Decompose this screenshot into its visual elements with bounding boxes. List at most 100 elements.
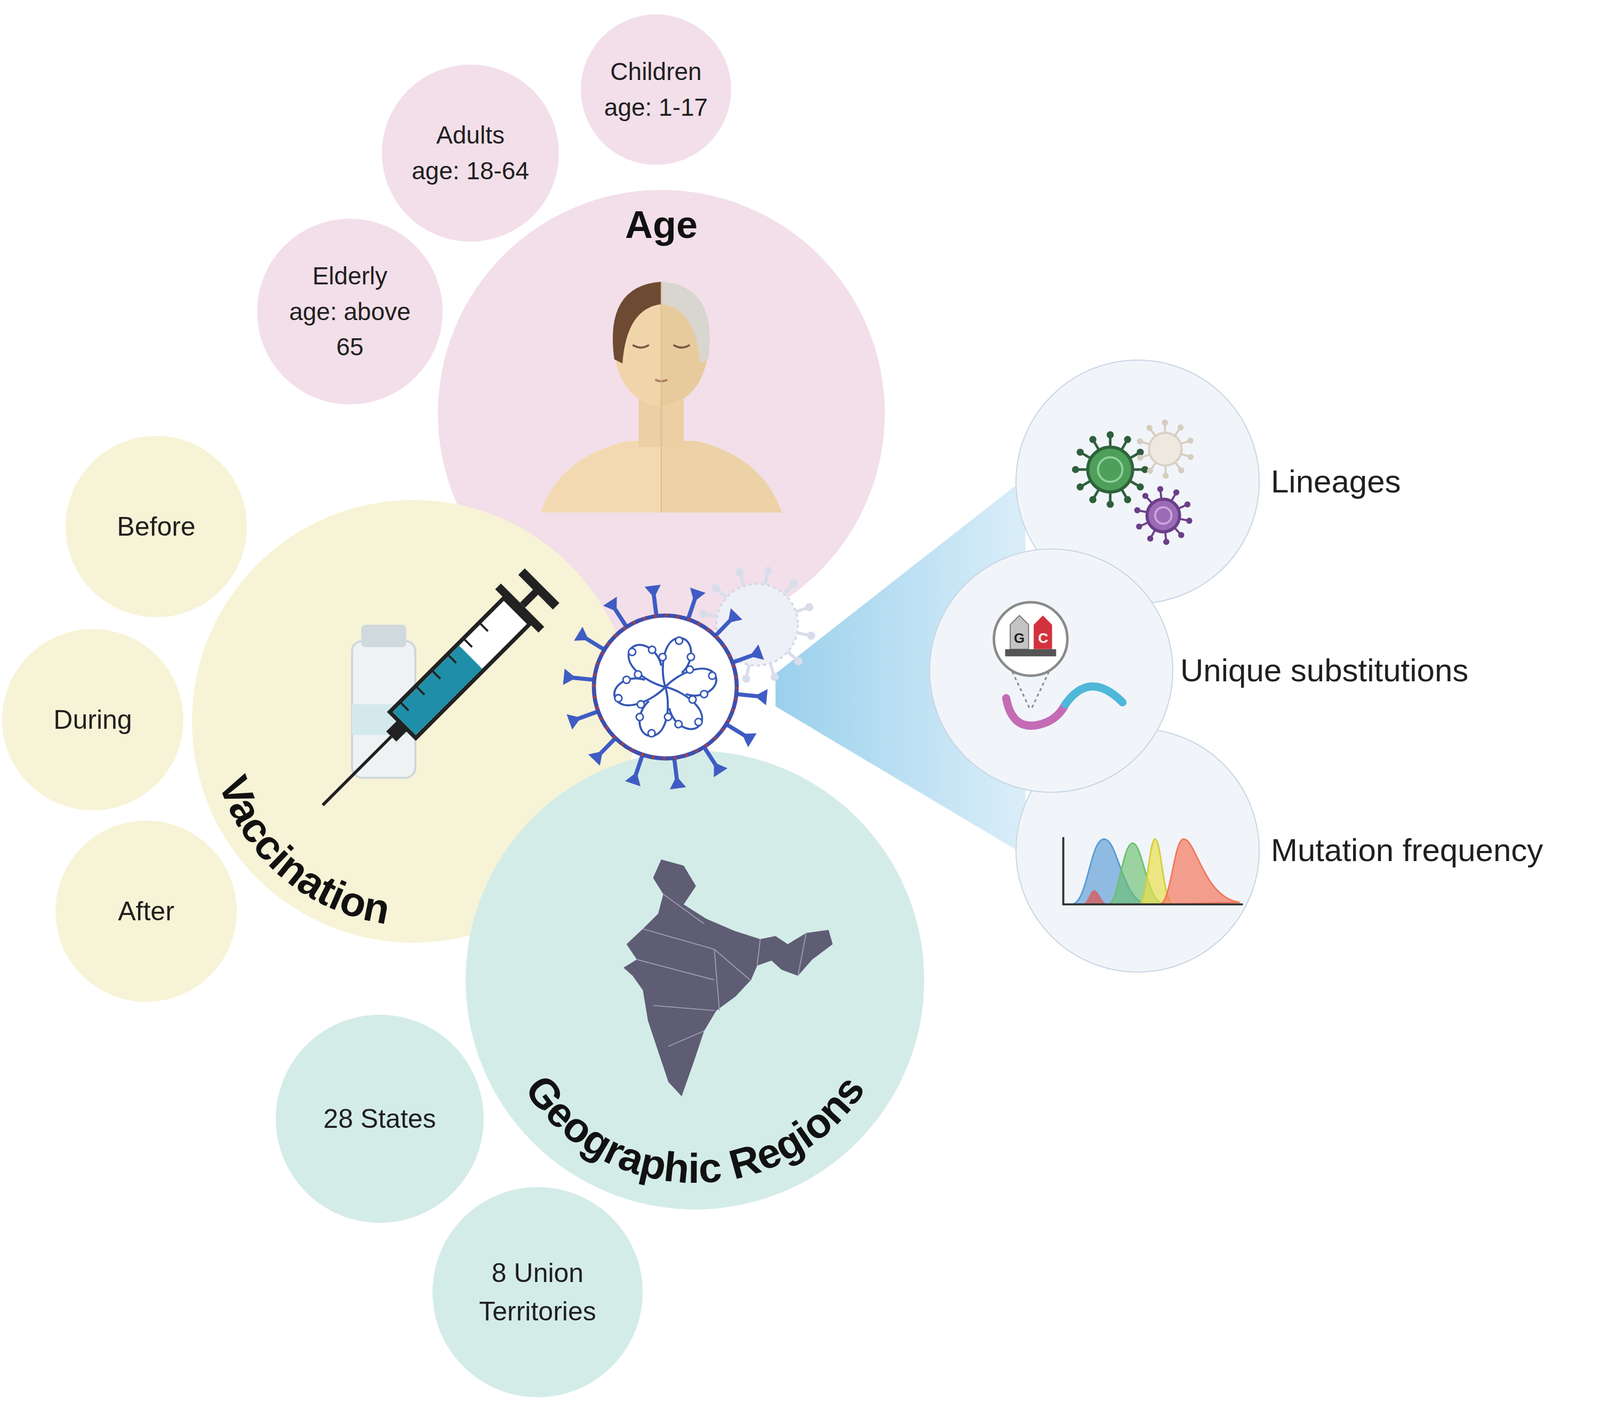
- spike: [702, 613, 717, 616]
- arc-heading-text: Geographic Regions: [516, 1066, 874, 1192]
- spike-head: [716, 661, 725, 670]
- face-illustration-part: [654, 379, 668, 382]
- spike: [674, 757, 677, 781]
- category-circle: 28 States: [274, 1013, 485, 1224]
- category-heading: Age: [436, 201, 886, 248]
- frequency-plot-icon-part: [1071, 838, 1149, 904]
- substitution-icon-part: [1010, 615, 1029, 650]
- circle-label: Elderly: [312, 258, 388, 294]
- spike-head: [563, 668, 576, 685]
- spike: [1129, 452, 1141, 459]
- spike: [600, 738, 616, 755]
- spike-head: [1187, 453, 1194, 460]
- feature-label: Lineages: [1270, 462, 1402, 501]
- substitution-icon-part: [1006, 698, 1066, 726]
- rna-bead: [633, 669, 643, 679]
- spike-head: [806, 631, 815, 640]
- substitution-icon: [994, 602, 1123, 726]
- spike: [585, 637, 605, 650]
- category-circle: Geographic Regions: [464, 749, 926, 1211]
- circle-text-box: During: [1, 627, 185, 812]
- spike: [1092, 489, 1099, 500]
- circle-shape: [380, 63, 560, 243]
- feature-label: Unique substitutions: [1180, 651, 1469, 690]
- tick: [416, 685, 425, 695]
- spike: [1075, 468, 1088, 471]
- spike: [1178, 504, 1188, 509]
- substitution-icon-part: [994, 602, 1068, 676]
- syringe-icon-part: [518, 568, 560, 610]
- spike-head: [690, 587, 706, 602]
- lineage-viruses-icon-part: [1147, 499, 1180, 532]
- spike-head: [1076, 448, 1084, 456]
- substitution-icon-part: [1012, 671, 1031, 711]
- circle-text-box: 8 Union Territories: [431, 1185, 644, 1398]
- spike: [614, 608, 627, 627]
- arc-heading-text: Vaccination: [209, 769, 394, 933]
- spike: [1132, 468, 1146, 471]
- face-illustration-part: [632, 345, 690, 348]
- circle-text-box: 28 States: [274, 1013, 485, 1224]
- syringe-icon-part: [386, 719, 408, 742]
- rna-bead: [685, 651, 696, 662]
- spike-head: [1178, 531, 1184, 538]
- spike-head: [1076, 483, 1084, 491]
- rna-bead: [708, 672, 716, 679]
- spike-head: [1136, 523, 1142, 530]
- vaccine-vial-part: [352, 704, 416, 735]
- spike: [1145, 496, 1153, 504]
- face-illustration-part: [614, 288, 709, 407]
- circle-label: 28 States: [323, 1099, 436, 1139]
- frequency-plot-icon: [1063, 836, 1244, 904]
- lineage-spikes: [1072, 419, 1194, 545]
- circle-fill: [929, 548, 1173, 792]
- circle-label: 8 Union Territories: [452, 1253, 623, 1331]
- category-heading: Vaccination: [209, 769, 394, 933]
- spike-head: [566, 714, 581, 730]
- rna-bead: [634, 712, 645, 722]
- spike: [1180, 440, 1191, 444]
- spike: [1174, 461, 1181, 470]
- face-illustration-part: [660, 281, 662, 512]
- substitution-icon-part: [1065, 686, 1123, 705]
- spike: [704, 746, 717, 766]
- virus-illustration: [563, 566, 816, 789]
- rna-bead: [622, 676, 630, 684]
- nucleotide-letter: G: [1013, 630, 1025, 645]
- spike-head: [1146, 424, 1152, 431]
- spike: [1150, 529, 1156, 539]
- circle-label: Adults: [436, 117, 505, 154]
- circle-fill: [580, 14, 732, 165]
- spike: [726, 724, 746, 736]
- spike-head: [1178, 467, 1184, 474]
- india-map-part: [623, 859, 833, 1096]
- spike-head: [1089, 496, 1096, 503]
- spike-head: [741, 674, 750, 683]
- rna-bead: [614, 694, 622, 702]
- spike-head: [1162, 419, 1168, 426]
- lineage-viruses-icon: [1072, 419, 1194, 545]
- spike: [1139, 522, 1149, 527]
- spike: [797, 632, 812, 636]
- category-heading: Geographic Regions: [516, 1066, 874, 1192]
- syringe-icon-part: [392, 645, 483, 735]
- spike-head: [669, 776, 686, 790]
- circle-shape: [431, 1185, 644, 1398]
- face-illustration-part: [661, 288, 709, 407]
- spike-head: [1136, 448, 1144, 456]
- spike: [1108, 434, 1112, 447]
- circle-shape: [464, 749, 926, 1211]
- spike-head: [1134, 507, 1141, 514]
- spike: [653, 593, 657, 616]
- category-circle: Before: [64, 434, 248, 619]
- circle-label: Before: [116, 507, 196, 547]
- vaccine-vial-part: [361, 624, 406, 647]
- category-circle: Vaccination: [190, 498, 636, 944]
- rna-bead: [646, 728, 657, 738]
- spike-head: [1089, 435, 1096, 443]
- rna-bead: [627, 646, 637, 657]
- spike-head: [1163, 538, 1170, 545]
- spike-head: [1141, 465, 1149, 473]
- category-circle: 8 Union Territories: [431, 1185, 644, 1398]
